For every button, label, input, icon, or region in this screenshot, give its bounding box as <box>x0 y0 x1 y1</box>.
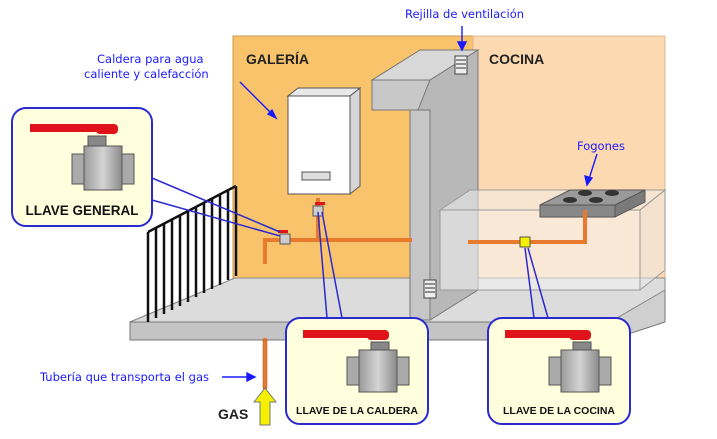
pipe-outline-vertical <box>262 339 268 389</box>
callout-llave-caldera <box>285 317 429 425</box>
gas-label: GAS <box>218 406 248 422</box>
stove <box>539 189 646 218</box>
upper-vent-grille <box>454 55 468 75</box>
general-valve-small <box>278 230 291 245</box>
balcony-railing <box>146 184 238 322</box>
annotation-rejilla: Rejilla de ventilación <box>405 7 524 21</box>
callout-pointers <box>151 177 549 319</box>
annotation-arrows <box>222 26 598 383</box>
annotation-caldera-line2: caliente y calefacción <box>84 67 209 81</box>
boiler <box>286 86 362 196</box>
callout-llave-general <box>11 107 153 227</box>
room-label-galeria: GALERÍA <box>246 51 309 67</box>
valve-label-general: LLAVE GENERAL <box>25 203 138 218</box>
annotation-tuberia: Tubería que transporta el gas <box>39 370 209 384</box>
annotation-fogones: Fogones <box>577 139 625 153</box>
callout-llave-cocina <box>487 317 631 425</box>
room-label-cocina: COCINA <box>489 51 544 67</box>
annotation-caldera-line1: Caldera para agua <box>97 52 204 66</box>
lower-vent-grille <box>423 279 437 299</box>
kitchen-valve-small <box>519 236 531 248</box>
gas-arrow <box>252 387 278 426</box>
valve-label-caldera: LLAVE DE LA CALDERA <box>296 405 418 417</box>
valve-label-cocina: LLAVE DE LA COCINA <box>503 405 615 417</box>
